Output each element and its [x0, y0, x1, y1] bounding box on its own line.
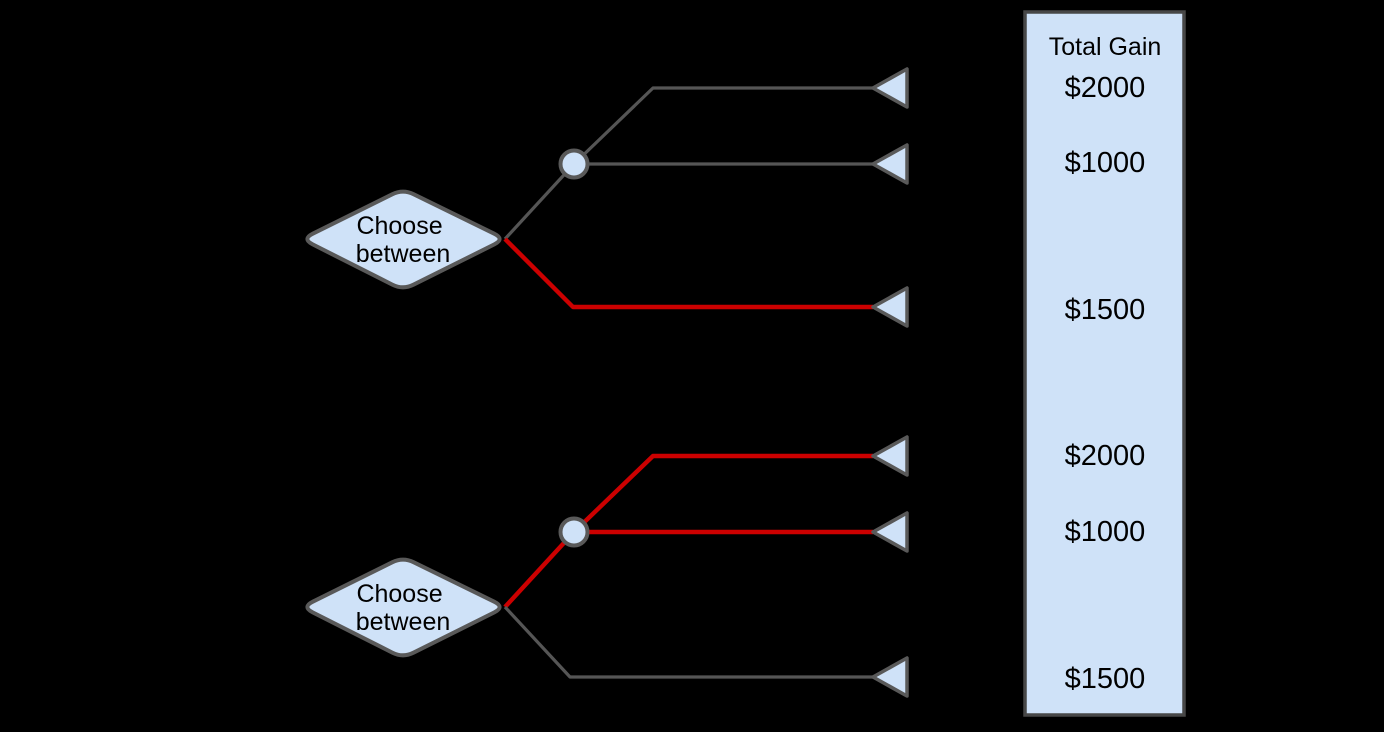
tree2-endpoint-1000-icon: [871, 511, 909, 553]
gain-value-2: $1000: [1065, 147, 1146, 179]
tree2-chance-branch-upper-line: [572, 453, 873, 534]
tree2-decision-label-line1: Choose: [356, 580, 442, 608]
tree2-decision-label-line2: between: [356, 608, 451, 636]
tree1-decision-to-chance-line: [503, 162, 576, 241]
gain-value-6: $1500: [1065, 663, 1146, 695]
total-gain-column: Total Gain $2000 $1000 $1500 $2000 $1000…: [1023, 10, 1186, 717]
gain-value-3: $1500: [1065, 294, 1146, 326]
gain-value-5: $1000: [1065, 516, 1146, 548]
tree2-endpoint-1500-icon: [871, 656, 909, 698]
tree1-chance-branch-upper-line: [572, 86, 873, 166]
tree1-endpoint-1500-icon: [871, 286, 909, 328]
tree2-decision-node: [305, 557, 502, 658]
tree1-decision-label-line2: between: [356, 240, 451, 268]
tree1-endpoint-1000-icon: [871, 143, 909, 185]
tree2-decision-to-chance-line: [503, 530, 576, 609]
tree2-chance-node: [558, 516, 590, 548]
tree1-decision-label-line1: Choose: [356, 212, 442, 240]
tree2-decision-node-label: Choose between: [356, 580, 451, 636]
tree1-decision-node-label: Choose between: [356, 212, 451, 268]
decision-tree-top: Choose between: [305, 67, 909, 328]
tree1-endpoint-2000-icon: [871, 67, 909, 109]
tree2-certain-branch-line: [503, 605, 873, 679]
total-gain-column-box: [1023, 10, 1186, 717]
tree2-endpoint-2000-icon: [871, 435, 909, 477]
gain-value-4: $2000: [1065, 440, 1146, 472]
decision-tree-bottom: Choose between: [305, 435, 909, 698]
total-gain-title: Total Gain: [1049, 33, 1162, 61]
tree1-chance-node: [558, 148, 590, 180]
gain-value-1: $2000: [1065, 72, 1146, 104]
tree1-decision-node: [305, 189, 502, 290]
tree1-certain-branch-line: [503, 237, 873, 310]
